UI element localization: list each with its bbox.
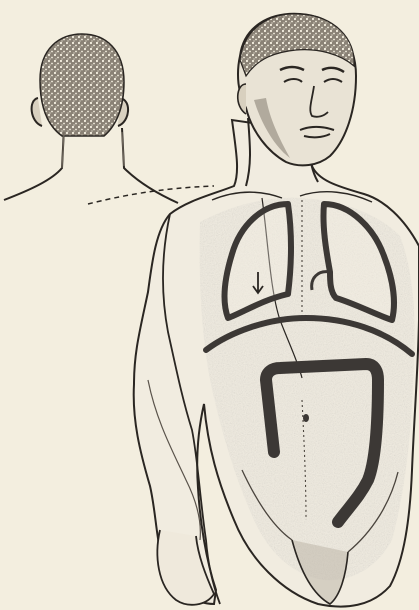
ear-icon (238, 84, 246, 114)
back-neck (62, 132, 124, 168)
back-view-figure (4, 34, 178, 203)
front-view-figure (88, 14, 419, 607)
navel (303, 414, 309, 422)
head-back-icon (40, 34, 124, 136)
back-ear-left (32, 98, 42, 126)
